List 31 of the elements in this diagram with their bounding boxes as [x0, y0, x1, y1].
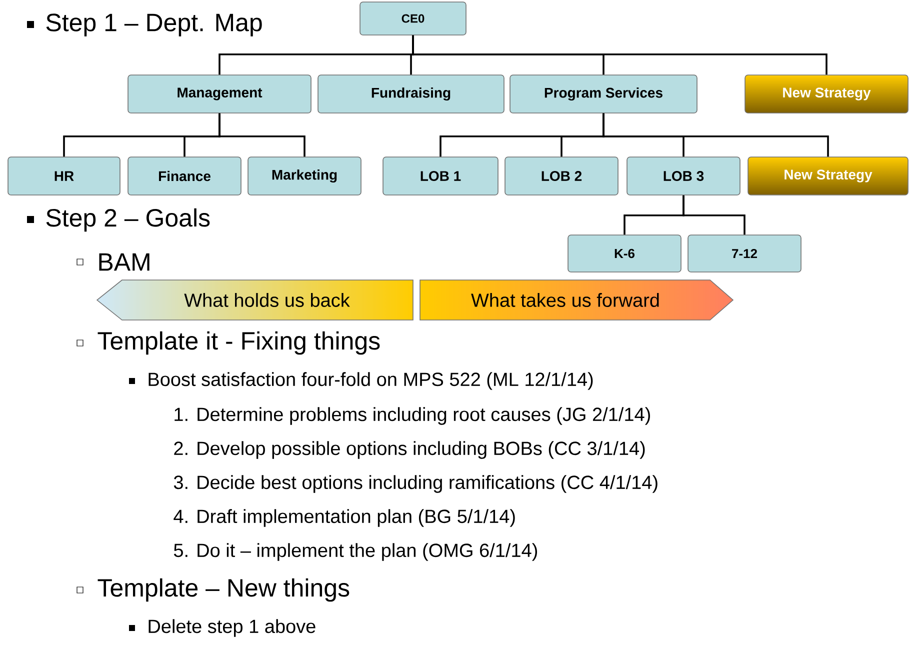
- list-item: 2. Develop possible options including BOBs (CC 3/1/14): [174, 441, 645, 459]
- connector-line: [602, 113, 829, 157]
- list-item: Delete step 1 above: [148, 619, 316, 637]
- list-item: 5. Do it – implement the plan (OMG 6/1/14): [174, 543, 537, 561]
- org-box: Marketing: [248, 156, 362, 196]
- org-box: LOB 2: [504, 156, 618, 196]
- connector-line: [218, 113, 306, 157]
- org-box: K-6: [568, 234, 682, 272]
- list-item: Boost satisfaction four-fold on MPS 522 (ML 12/1/14): [148, 372, 593, 390]
- org-box: Management: [128, 74, 312, 114]
- org-box: Finance: [128, 156, 242, 196]
- org-box: Program Services: [510, 74, 698, 114]
- arrow-banner: What takes us forward: [420, 280, 734, 320]
- org-box: New Strategy: [744, 74, 908, 114]
- list-item: Step 1 – Dept. Map: [46, 14, 262, 36]
- list-item: Template – New things: [98, 578, 350, 602]
- list-item: BAM: [99, 253, 150, 271]
- org-box: CE0: [360, 2, 466, 36]
- org-box: Fundraising: [318, 74, 504, 114]
- org-box: LOB 1: [382, 156, 498, 196]
- list-item: Step 2 – Goals: [46, 208, 210, 232]
- connector-line: [682, 195, 746, 235]
- list-item: 1. Determine problems including root causes (JG 2/1/14): [174, 407, 650, 425]
- org-box: New Strategy: [748, 156, 908, 196]
- list-item: Template it - Fixing things: [98, 331, 380, 355]
- org-box: 7-12: [688, 234, 802, 272]
- list-item: 4. Draft implementation plan (BG 5/1/14): [174, 509, 515, 527]
- org-box: LOB 3: [626, 156, 740, 196]
- list-item: 3. Decide best options including ramifications (CC 4/1/14): [174, 475, 658, 493]
- org-box: HR: [8, 156, 120, 196]
- connector-line: [412, 35, 828, 75]
